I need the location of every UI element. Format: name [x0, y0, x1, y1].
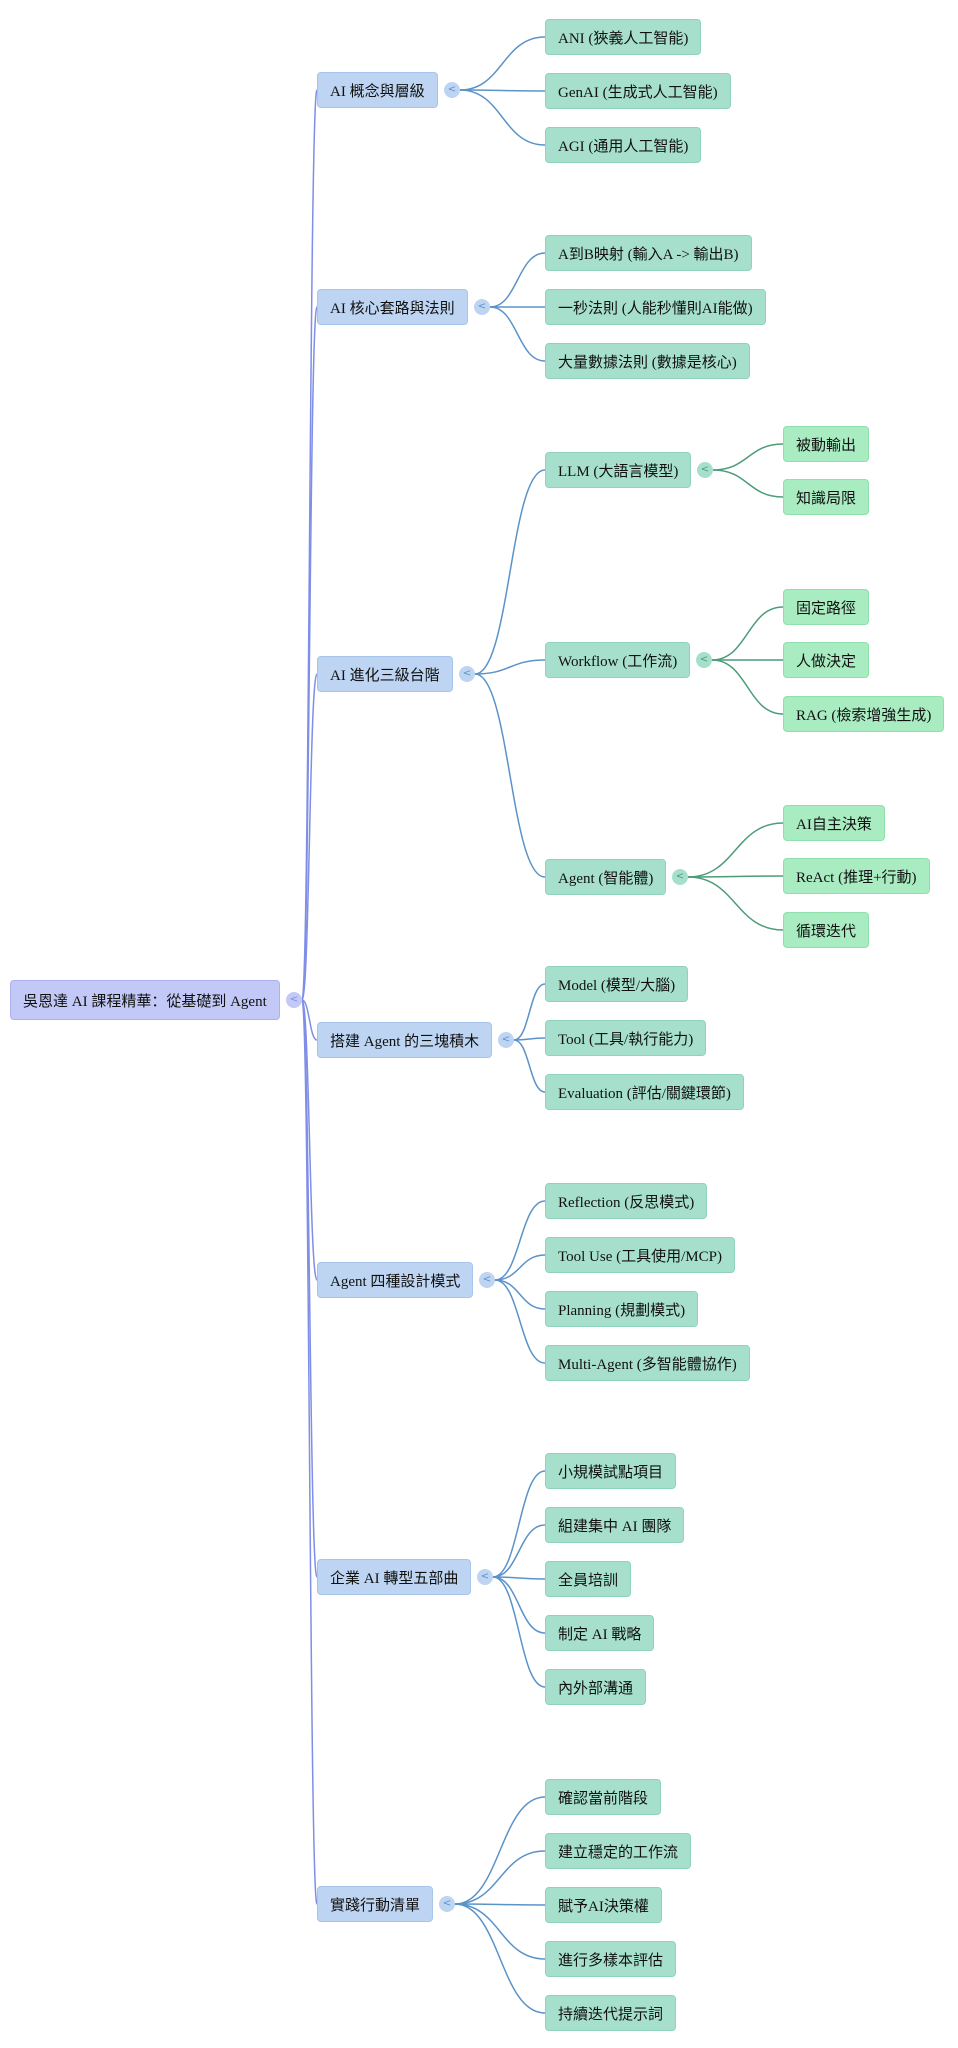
- link-branch-6-to-topic-2: [492, 1524, 546, 1578]
- leaf-node-3-1-1[interactable]: 被動輸出: [783, 426, 870, 462]
- topic-node-1-2[interactable]: GenAI (生成式人工智能): [545, 73, 731, 109]
- topic-node-7-5[interactable]: 持續迭代提示詞: [545, 1995, 677, 2031]
- leaf-node-3-2-1[interactable]: 固定路徑: [783, 589, 870, 625]
- link-branch-3-to-topic-2: [474, 659, 546, 675]
- link-branch-4-to-topic-2: [513, 1037, 546, 1041]
- topic-node-5-4[interactable]: Multi-Agent (多智能體協作): [545, 1345, 750, 1381]
- topic-node-7-1[interactable]: 確認當前階段: [545, 1779, 662, 1815]
- topic-node-6-1[interactable]: 小規模試點項目: [545, 1453, 677, 1489]
- topic-node-6-5[interactable]: 內外部溝通: [545, 1669, 647, 1705]
- link-topic-3-3-to-leaf-1: [687, 822, 784, 878]
- topic-node-5-1[interactable]: Reflection (反思模式): [545, 1183, 708, 1219]
- leaf-node-3-3-2[interactable]: ReAct (推理+行動): [783, 858, 930, 894]
- branch-node-7[interactable]: 實踐行動清單: [317, 1886, 434, 1922]
- leaf-node-3-2-2[interactable]: 人做決定: [783, 642, 870, 678]
- link-branch-1-to-topic-2: [459, 89, 546, 92]
- branch-6-collapse-toggle[interactable]: <: [477, 1569, 493, 1585]
- link-root-to-branch-7: [301, 999, 318, 1905]
- branch-7-collapse-toggle[interactable]: <: [439, 1896, 455, 1912]
- topic-node-4-2[interactable]: Tool (工具/執行能力): [545, 1020, 707, 1056]
- leaf-node-3-3-1[interactable]: AI自主決策: [783, 805, 885, 841]
- topic-node-3-3[interactable]: Agent (智能體): [545, 859, 667, 895]
- topic-3-1-collapse-toggle[interactable]: <: [697, 462, 713, 478]
- topic-node-4-1[interactable]: Model (模型/大腦): [545, 966, 689, 1002]
- link-branch-3-to-topic-3: [474, 673, 546, 878]
- link-branch-2-to-topic-3: [489, 306, 546, 362]
- topic-3-3-collapse-toggle[interactable]: <: [672, 869, 688, 885]
- leaf-node-3-2-3[interactable]: RAG (檢索增強生成): [783, 696, 945, 732]
- topic-node-1-1[interactable]: ANI (狹義人工智能): [545, 19, 702, 55]
- branch-node-2[interactable]: AI 核心套路與法則: [317, 289, 468, 325]
- topic-node-7-3[interactable]: 賦予AI決策權: [545, 1887, 662, 1923]
- link-branch-4-to-topic-3: [513, 1039, 546, 1093]
- link-branch-6-to-topic-5: [492, 1576, 546, 1688]
- link-root-to-branch-3: [301, 673, 318, 1001]
- link-topic-3-2-to-leaf-1: [711, 606, 784, 661]
- topic-node-3-2[interactable]: Workflow (工作流): [545, 642, 691, 678]
- branch-node-3[interactable]: AI 進化三級台階: [317, 656, 453, 692]
- topic-3-2-collapse-toggle[interactable]: <: [696, 652, 712, 668]
- topic-node-7-4[interactable]: 進行多樣本評估: [545, 1941, 677, 1977]
- link-root-to-branch-5: [301, 999, 318, 1281]
- topic-node-2-1[interactable]: A到B映射 (輸入A -> 輸出B): [545, 235, 752, 271]
- topic-node-6-3[interactable]: 全員培訓: [545, 1561, 632, 1597]
- link-topic-3-3-to-leaf-2: [687, 875, 784, 878]
- link-root-to-branch-2: [301, 306, 318, 1001]
- topic-node-5-3[interactable]: Planning (規劃模式): [545, 1291, 699, 1327]
- branch-1-collapse-toggle[interactable]: <: [444, 82, 460, 98]
- link-branch-5-to-topic-1: [494, 1200, 546, 1281]
- link-branch-6-to-topic-4: [492, 1576, 546, 1634]
- topic-node-2-2[interactable]: 一秒法則 (人能秒懂則AI能做): [545, 289, 766, 325]
- leaf-node-3-3-3[interactable]: 循環迭代: [783, 912, 870, 948]
- link-branch-5-to-topic-4: [494, 1279, 546, 1364]
- link-root-to-branch-4: [301, 999, 318, 1041]
- link-topic-3-1-to-leaf-2: [712, 469, 784, 498]
- topic-node-5-2[interactable]: Tool Use (工具使用/MCP): [545, 1237, 735, 1273]
- root-collapse-toggle[interactable]: <: [286, 992, 302, 1008]
- topic-node-6-2[interactable]: 組建集中 AI 團隊: [545, 1507, 685, 1543]
- link-branch-5-to-topic-2: [494, 1254, 546, 1281]
- link-branch-5-to-topic-3: [494, 1279, 546, 1310]
- link-branch-7-to-topic-4: [454, 1903, 546, 1960]
- link-topic-3-3-to-leaf-3: [687, 876, 784, 931]
- topic-node-4-3[interactable]: Evaluation (評估/關鍵環節): [545, 1074, 744, 1110]
- branch-node-1[interactable]: AI 概念與層級: [317, 72, 438, 108]
- link-branch-7-to-topic-3: [454, 1903, 546, 1906]
- link-branch-7-to-topic-5: [454, 1903, 546, 2014]
- link-branch-3-to-topic-1: [474, 469, 546, 675]
- topic-node-6-4[interactable]: 制定 AI 戰略: [545, 1615, 655, 1651]
- link-branch-4-to-topic-1: [513, 983, 546, 1041]
- branch-2-collapse-toggle[interactable]: <: [474, 299, 490, 315]
- link-branch-2-to-topic-1: [489, 252, 546, 308]
- topic-node-2-3[interactable]: 大量數據法則 (數據是核心): [545, 343, 750, 379]
- branch-3-collapse-toggle[interactable]: <: [459, 666, 475, 682]
- link-branch-1-to-topic-1: [459, 36, 546, 91]
- topic-node-1-3[interactable]: AGI (通用人工智能): [545, 127, 702, 163]
- branch-node-4[interactable]: 搭建 Agent 的三塊積木: [317, 1022, 493, 1058]
- link-branch-7-to-topic-2: [454, 1850, 546, 1905]
- topic-node-7-2[interactable]: 建立穩定的工作流: [545, 1833, 692, 1869]
- link-branch-1-to-topic-3: [459, 89, 546, 146]
- branch-node-6[interactable]: 企業 AI 轉型五部曲: [317, 1559, 472, 1595]
- topic-node-3-1[interactable]: LLM (大語言模型): [545, 452, 692, 488]
- root-node[interactable]: 吳恩達 AI 課程精華：從基礎到 Agent: [10, 980, 280, 1020]
- link-branch-6-to-topic-1: [492, 1470, 546, 1578]
- link-topic-3-2-to-leaf-3: [711, 659, 784, 715]
- branch-4-collapse-toggle[interactable]: <: [498, 1032, 514, 1048]
- link-topic-3-1-to-leaf-1: [712, 443, 784, 471]
- branch-node-5[interactable]: Agent 四種設計模式: [317, 1262, 474, 1298]
- link-branch-7-to-topic-1: [454, 1796, 546, 1905]
- link-branch-6-to-topic-3: [492, 1576, 546, 1580]
- leaf-node-3-1-2[interactable]: 知識局限: [783, 479, 870, 515]
- branch-5-collapse-toggle[interactable]: <: [479, 1272, 495, 1288]
